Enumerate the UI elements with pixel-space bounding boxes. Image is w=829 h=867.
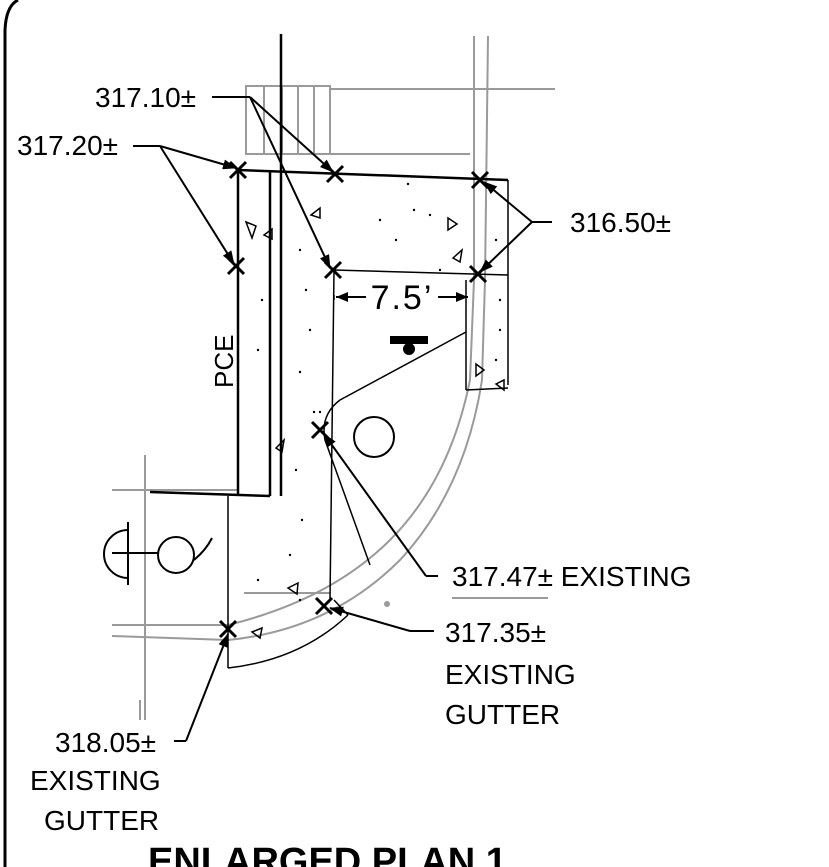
- marker-x: [226, 256, 246, 276]
- callout-318-05-line1: 318.05±: [55, 727, 156, 758]
- concrete-hatch: [256, 182, 502, 602]
- inlet-circle: [353, 416, 395, 458]
- drain-symbol: [390, 336, 428, 355]
- callout-317-35-line1: 317.35±: [445, 617, 546, 648]
- marker-x: [314, 596, 334, 616]
- callout-318-05-line2: EXISTING: [30, 765, 161, 796]
- callout-317-10: 317.10±: [95, 82, 196, 113]
- concrete-triangles: [244, 206, 505, 640]
- callout-316-50: 316.50±: [570, 207, 671, 238]
- leader-lines: [133, 96, 552, 742]
- callout-317-35-line3: GUTTER: [445, 699, 560, 730]
- sheet-border: [3, 0, 19, 867]
- utility-pole-icon: [103, 522, 213, 585]
- callout-317-47: 317.47± EXISTING: [452, 561, 691, 592]
- gray-dot: [384, 601, 390, 607]
- plan-linework: [149, 34, 509, 498]
- plan-title: ENLARGED PLAN 1: [148, 841, 507, 867]
- existing-features: [111, 35, 555, 720]
- dimension-label: 7.5’: [371, 279, 434, 317]
- callout-317-20: 317.20±: [17, 130, 118, 161]
- elevation-markers: [218, 160, 490, 639]
- callout-317-35-line2: EXISTING: [445, 659, 576, 690]
- dimension-7-5: 7.5’: [336, 279, 468, 317]
- callout-318-05-line3: GUTTER: [44, 805, 159, 836]
- pce-label: PCE: [209, 335, 239, 388]
